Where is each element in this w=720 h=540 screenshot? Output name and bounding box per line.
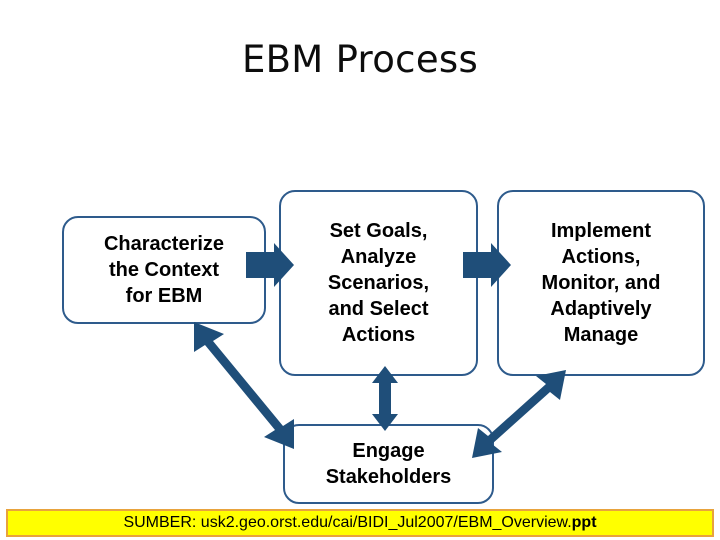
source-footer-text: SUMBER: usk2.geo.orst.edu/cai/BIDI_Jul20… <box>123 514 596 532</box>
process-box-implement-actions[interactable]: Implement Actions, Monitor, and Adaptive… <box>497 190 705 376</box>
process-box-set-goals[interactable]: Set Goals, Analyze Scenarios, and Select… <box>279 190 478 376</box>
source-url: SUMBER: usk2.geo.orst.edu/cai/BIDI_Jul20… <box>123 514 572 531</box>
source-file-extension: ppt <box>571 514 597 531</box>
process-box-characterize[interactable]: Characterize the Context for EBM <box>62 216 266 324</box>
process-box-label: Implement Actions, Monitor, and Adaptive… <box>541 220 661 346</box>
page-title: EBM Process <box>241 38 479 81</box>
process-box-label: Set Goals, Analyze Scenarios, and Select… <box>327 220 430 346</box>
process-box-engage-stakeholders[interactable]: Engage Stakeholders <box>283 424 494 504</box>
process-box-label: Engage Stakeholders <box>325 440 452 488</box>
process-box-label: Characterize the Context for EBM <box>103 233 225 307</box>
source-footer-bar: SUMBER: usk2.geo.orst.edu/cai/BIDI_Jul20… <box>6 509 714 537</box>
